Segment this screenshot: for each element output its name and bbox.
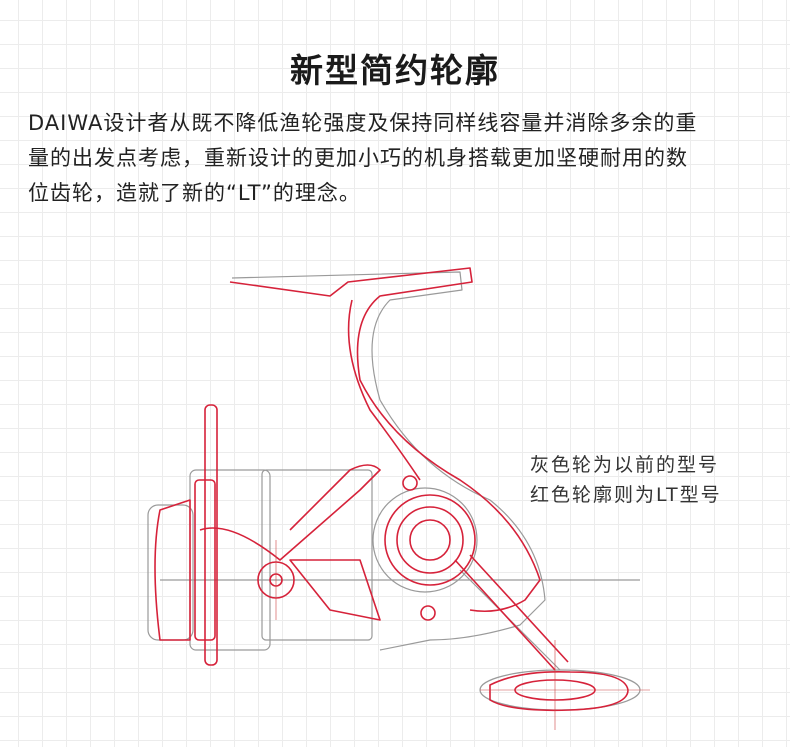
lt-model-outline [154,267,629,712]
description-line: 位齿轮，造就了新的“LT”的理念。 [28,181,361,205]
description: DAIWA设计者从既不降低渔轮强度及保持同样线容量并消除多余的重 量的出发点考虑… [28,106,768,211]
description-line: DAIWA设计者从既不降低渔轮强度及保持同样线容量并消除多余的重 [28,111,698,135]
legend-gray-model: 灰色轮为以前的型号 [530,454,720,476]
page-title: 新型简约轮廓 [290,51,500,90]
description-line: 量的出发点考虑，重新设计的更加小巧的机身搭载更加坚硬耐用的数 [28,146,688,170]
legend-red-model: 红色轮廓则为LT型号 [530,484,722,506]
